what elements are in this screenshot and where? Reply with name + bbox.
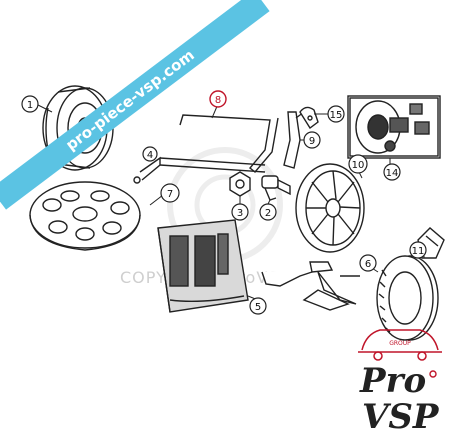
callout-6: 6 (359, 254, 377, 272)
jack-icon (261, 261, 360, 311)
tool-rod-icon (133, 114, 279, 184)
callout-4: 4 (142, 146, 158, 162)
lug-nut-icon (229, 171, 251, 197)
svg-text:9: 9 (309, 136, 315, 147)
callout-5: 5 (249, 297, 267, 315)
svg-text:7: 7 (167, 189, 173, 200)
brand-vsp-text: VSP (362, 397, 440, 437)
callout-7: 7 (160, 183, 180, 203)
callout-8: 8 (209, 90, 227, 108)
svg-text:11: 11 (412, 246, 425, 257)
svg-text:14: 14 (386, 168, 399, 179)
tool-tray-icon (157, 219, 249, 313)
svg-text:pro-piece-vsp.com: pro-piece-vsp.com (62, 46, 197, 154)
svg-text:3: 3 (237, 208, 243, 219)
callout-15: 15 (327, 105, 345, 123)
lock-nut-kit-icon (347, 95, 441, 159)
car-logo-icon (358, 329, 442, 361)
callout-11: 11 (409, 241, 427, 259)
callout-1: 1 (21, 95, 39, 113)
svg-text:4: 4 (147, 150, 153, 161)
svg-text:5: 5 (255, 302, 261, 313)
valve-cap-icon (299, 106, 319, 130)
wheel-trim-icon (29, 181, 141, 251)
callout-10: 10 (348, 154, 368, 174)
brand-pro-text: Pro (359, 361, 426, 401)
tyre-lever-icon (283, 111, 305, 169)
svg-text:6: 6 (365, 259, 371, 270)
callout-3: 3 (231, 203, 249, 221)
callout-14: 14 (383, 163, 401, 181)
brand-group-label: GROUP (389, 340, 411, 347)
callout-2: 2 (259, 203, 277, 221)
brand-logo: GROUP Pro VSP (358, 329, 442, 437)
svg-text:2: 2 (265, 208, 271, 219)
svg-text:10: 10 (352, 160, 365, 171)
valve-icon (261, 175, 291, 201)
svg-text:8: 8 (215, 95, 221, 106)
alloy-wheel-icon (295, 163, 365, 253)
svg-text:1: 1 (27, 100, 33, 111)
callout-9: 9 (303, 131, 321, 149)
tyre-icon (376, 255, 439, 341)
svg-text:15: 15 (330, 110, 343, 121)
brand-dot-icon (429, 370, 437, 378)
